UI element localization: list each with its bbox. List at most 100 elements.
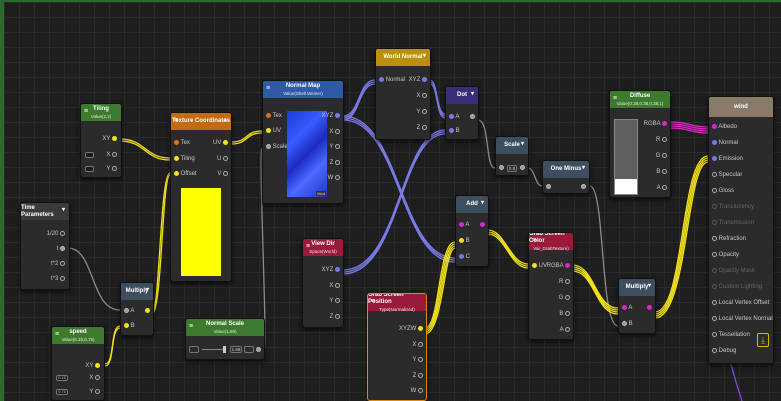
output-port[interactable]: Z: [413, 373, 423, 379]
port-pin-icon[interactable]: [335, 175, 340, 180]
port-pin-icon[interactable]: [335, 283, 340, 288]
output-port[interactable]: B: [656, 169, 667, 175]
port-pin-icon[interactable]: [712, 252, 717, 257]
input-port-albedo[interactable]: Albedo: [712, 124, 737, 130]
output-port[interactable]: [470, 114, 475, 120]
output-port[interactable]: Y: [329, 298, 340, 304]
output-header[interactable]: wind: [709, 97, 773, 117]
input-port[interactable]: [546, 184, 551, 190]
output-port[interactable]: [581, 184, 586, 190]
port-pin-icon[interactable]: [712, 220, 717, 225]
port-pin-icon[interactable]: [712, 348, 717, 353]
menu-icon[interactable]: ≡: [371, 298, 376, 305]
world-normal-header[interactable]: World Normal ▾: [376, 49, 430, 66]
one-minus-node[interactable]: One Minus ▾: [542, 160, 590, 194]
port-pin-icon[interactable]: [480, 222, 485, 227]
one-minus-header[interactable]: One Minus ▾: [543, 161, 589, 178]
grab-screen-position-node[interactable]: ≡ Grab Screen Position Type(Normalized) …: [367, 293, 427, 401]
texcoords-header[interactable]: ≡ Texture Coordinates ▴: [171, 113, 231, 130]
scale-value-field[interactable]: 0.8: [507, 165, 517, 172]
port-pin-icon[interactable]: [335, 298, 340, 303]
normal-scale-node[interactable]: ≡ Normal Scale Value(1.69) 1.69: [185, 318, 265, 360]
output-port[interactable]: W: [411, 388, 423, 394]
port-pin-icon[interactable]: [418, 357, 423, 362]
port-pin-icon[interactable]: [712, 332, 717, 337]
output-port[interactable]: Z: [417, 125, 427, 131]
input-port[interactable]: Scale: [266, 144, 288, 150]
port-pin-icon[interactable]: [335, 314, 340, 319]
value-field[interactable]: [85, 152, 94, 158]
port-pin-icon[interactable]: [712, 316, 717, 321]
port-pin-icon[interactable]: [712, 124, 717, 129]
add-header[interactable]: Add ▾: [456, 196, 488, 213]
output-port[interactable]: X: [416, 93, 427, 99]
port-pin-icon[interactable]: [581, 184, 586, 189]
port-pin-icon[interactable]: [95, 375, 100, 380]
output-port[interactable]: X: [412, 342, 423, 348]
input-port[interactable]: UV: [532, 263, 547, 269]
scale-node[interactable]: Scale ▾ 0.8: [495, 136, 529, 176]
view-dir-header[interactable]: ≡ View Dir Space(World): [303, 239, 343, 256]
port-pin-icon[interactable]: [532, 263, 537, 268]
time-header[interactable]: Time Parameters ▾: [21, 203, 69, 220]
input-port-tessellation[interactable]: Tessellation: [712, 332, 750, 338]
port-pin-icon[interactable]: [174, 156, 179, 161]
port-pin-icon[interactable]: [418, 388, 423, 393]
port-pin-icon[interactable]: [124, 308, 129, 313]
output-port[interactable]: Z: [330, 160, 340, 166]
menu-icon[interactable]: ≡: [613, 95, 618, 102]
menu-icon[interactable]: ≡: [532, 237, 537, 244]
port-pin-icon[interactable]: [459, 254, 464, 259]
field-y[interactable]: 0.75: [56, 389, 68, 396]
port-pin-icon[interactable]: [622, 305, 627, 310]
output-port[interactable]: UV: [213, 140, 228, 146]
port-pin-icon[interactable]: [418, 373, 423, 378]
slider-handle[interactable]: [223, 346, 226, 353]
texture-coordinates-node[interactable]: ≡ Texture Coordinates ▴ Tex Tiling Offse…: [170, 112, 232, 282]
input-port[interactable]: B: [459, 238, 470, 244]
port-pin-icon[interactable]: [112, 136, 117, 141]
menu-icon[interactable]: ≡: [84, 108, 89, 115]
port-pin-icon[interactable]: [112, 166, 117, 171]
output-port[interactable]: G: [656, 153, 667, 159]
output-port[interactable]: XY: [102, 136, 117, 142]
value-field[interactable]: 1.69: [230, 346, 242, 353]
output-port[interactable]: Z: [330, 314, 340, 320]
port-pin-icon[interactable]: [565, 311, 570, 316]
menu-icon[interactable]: ≡: [306, 243, 311, 250]
chevron-down-icon[interactable]: ▾: [520, 141, 524, 147]
input-port-specular[interactable]: Specular: [712, 172, 742, 178]
output-port[interactable]: [256, 347, 261, 353]
port-pin-icon[interactable]: [60, 276, 65, 281]
diffuse-color-swatch[interactable]: [614, 119, 638, 195]
input-port[interactable]: [499, 165, 504, 171]
port-pin-icon[interactable]: [60, 261, 65, 266]
port-pin-icon[interactable]: [223, 156, 228, 161]
output-port[interactable]: V: [217, 171, 228, 177]
output-port[interactable]: X: [89, 375, 100, 381]
input-port[interactable]: Tex: [174, 140, 190, 146]
port-pin-icon[interactable]: [565, 327, 570, 332]
scale-header[interactable]: Scale ▾: [496, 137, 528, 154]
port-pin-icon[interactable]: [124, 323, 129, 328]
port-pin-icon[interactable]: [335, 144, 340, 149]
dot-header[interactable]: Dot ▾: [446, 87, 478, 104]
output-port[interactable]: G: [559, 295, 570, 301]
output-port[interactable]: XY: [85, 363, 100, 369]
grab-screen-color-node[interactable]: ≡ Grab Screen Color Var_GrabTexture) UV …: [528, 232, 574, 340]
chevron-down-icon[interactable]: ▾: [61, 207, 65, 213]
output-port[interactable]: Y: [329, 144, 340, 150]
input-port[interactable]: Tiling: [174, 156, 195, 162]
port-pin-icon[interactable]: [459, 238, 464, 243]
output-port[interactable]: [480, 222, 485, 228]
input-port[interactable]: A: [459, 222, 469, 228]
port-pin-icon[interactable]: [174, 140, 179, 145]
port-pin-icon[interactable]: [622, 321, 627, 326]
field-y[interactable]: [85, 166, 94, 173]
grab-color-header[interactable]: ≡ Grab Screen Color Var_GrabTexture): [529, 233, 573, 251]
input-port-refraction[interactable]: Refraction: [712, 236, 746, 242]
output-port[interactable]: XYZ: [322, 267, 340, 273]
port-pin-icon[interactable]: [546, 184, 551, 189]
menu-icon[interactable]: ≡: [55, 331, 60, 338]
input-port[interactable]: B: [622, 321, 633, 327]
